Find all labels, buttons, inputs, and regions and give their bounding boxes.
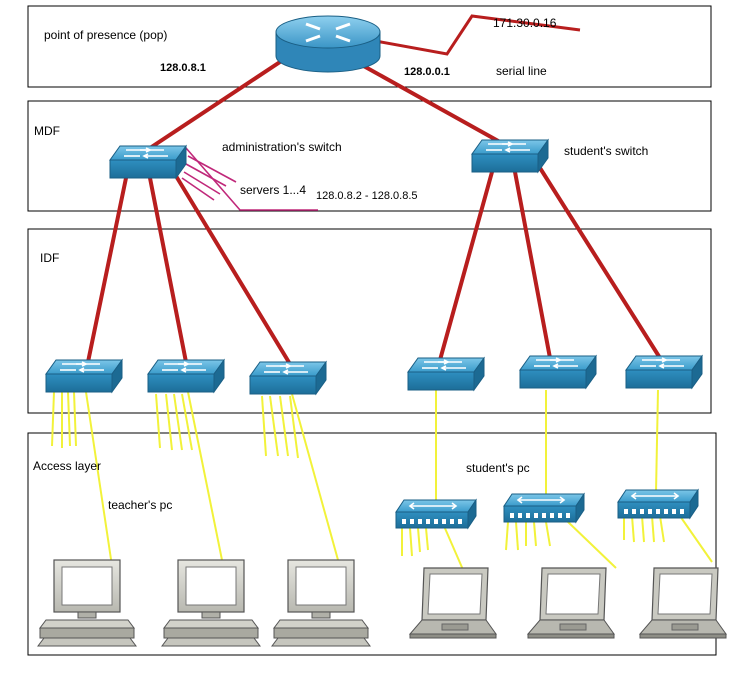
idf-switch-icon: [625, 355, 703, 389]
wan-ip-label: 171.30.0.16: [493, 16, 557, 30]
servers-ip-range: 128.0.8.2 - 128.0.8.5: [316, 190, 418, 202]
student-pc-label: student's pc: [466, 461, 530, 475]
student-switch-icon: [471, 139, 549, 173]
servers-label: servers 1...4: [240, 183, 306, 197]
teacher-pc-label: teacher's pc: [108, 498, 172, 512]
access-switch-icon: [395, 499, 477, 529]
serial-line: [369, 14, 581, 56]
idf-switch-icon: [407, 357, 485, 391]
idf-switch-icon: [147, 359, 225, 393]
pop-label: point of presence (pop): [44, 28, 167, 42]
admin-switch-label: administration's switch: [222, 140, 342, 154]
idf-switch-icon: [519, 355, 597, 389]
router-ip-right: 128.0.0.1: [404, 66, 450, 78]
idf-switch-icon: [45, 359, 123, 393]
access-box: [27, 432, 717, 656]
idf-box: [27, 228, 712, 414]
router-ip-left: 128.0.8.1: [160, 62, 206, 74]
uplink-lines: [86, 56, 662, 366]
idf-switch-icon: [249, 361, 327, 395]
server-lines: [181, 147, 318, 211]
access-switch-icon: [617, 489, 699, 519]
serial-line-label: serial line: [496, 64, 547, 78]
administration-switch-icon: [109, 145, 187, 179]
mdf-label: MDF: [34, 124, 60, 138]
access-switch-icon: [503, 493, 585, 523]
access-layer-label: Access layer: [33, 459, 101, 473]
student-switch-label: student's switch: [564, 144, 648, 158]
idf-label: IDF: [40, 251, 59, 265]
access-links: [51, 389, 713, 573]
router-icon: [275, 15, 381, 73]
